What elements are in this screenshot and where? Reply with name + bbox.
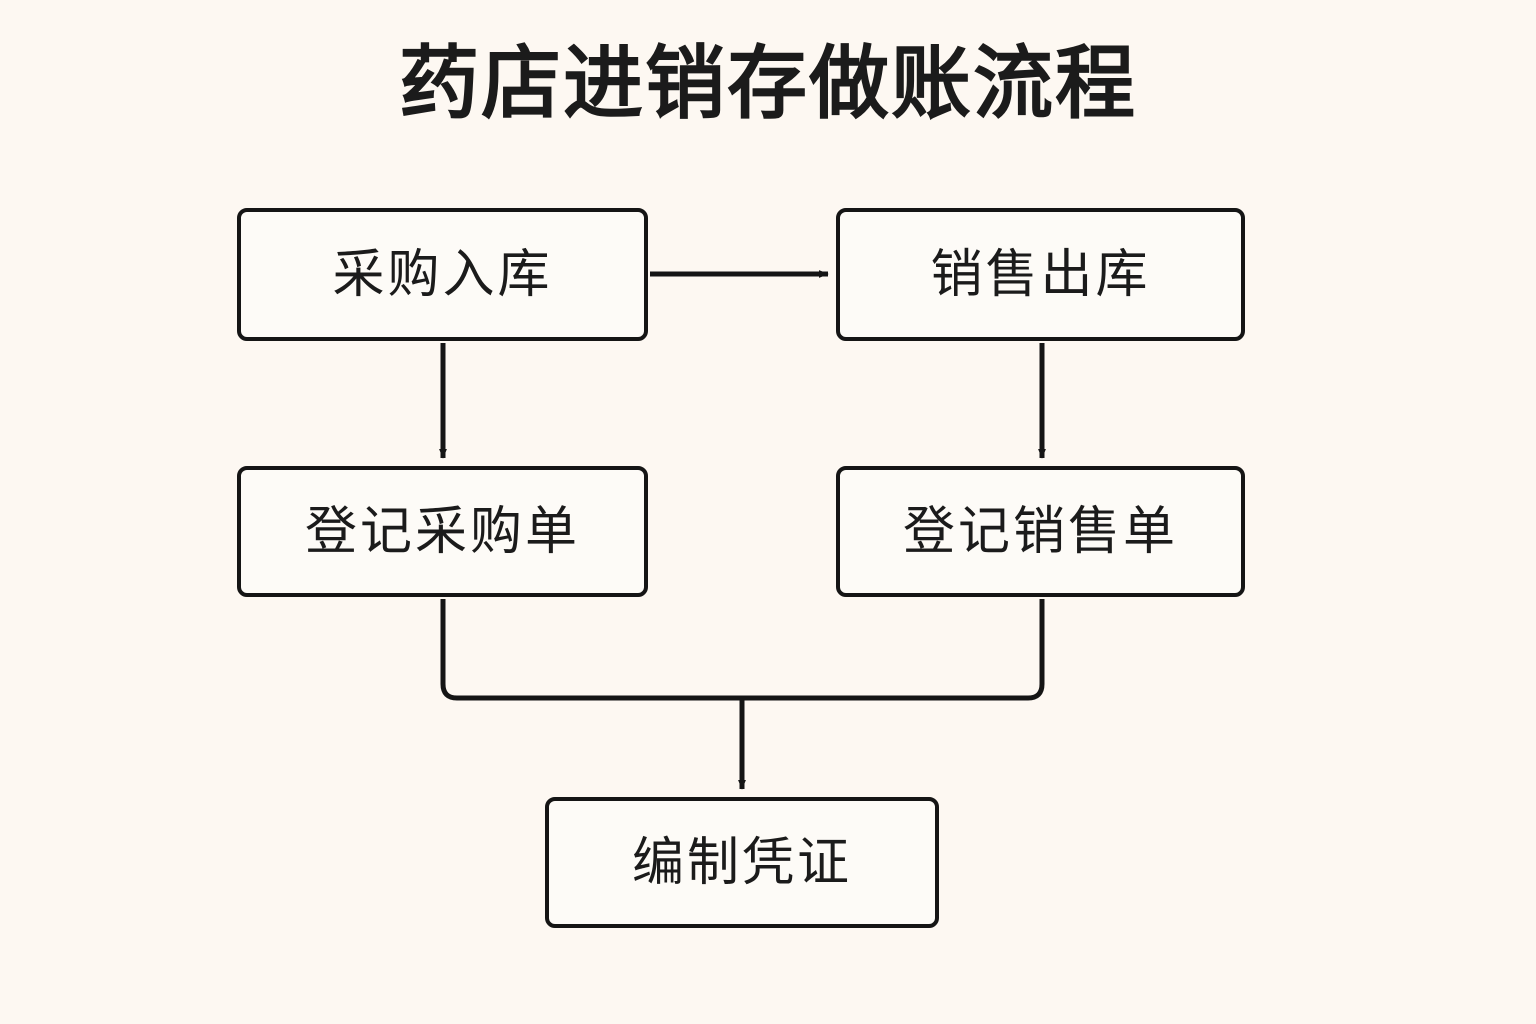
node-label: 销售出库 (930, 244, 1151, 305)
node-sales-outbound[interactable]: 销售出库 (836, 208, 1245, 341)
node-register-purchase-order[interactable]: 登记采购单 (237, 466, 648, 597)
node-label: 登记采购单 (304, 501, 580, 562)
edge-registers-to-voucher (440, 599, 1045, 790)
node-label: 编制凭证 (631, 832, 852, 893)
node-label: 采购入库 (332, 244, 553, 305)
node-label: 登记销售单 (902, 501, 1178, 562)
page-title: 药店进销存做账流程 (399, 37, 1137, 130)
node-prepare-voucher[interactable]: 编制凭证 (545, 797, 939, 928)
node-purchase-inbound[interactable]: 采购入库 (237, 208, 648, 341)
node-register-sales-order[interactable]: 登记销售单 (836, 466, 1245, 597)
